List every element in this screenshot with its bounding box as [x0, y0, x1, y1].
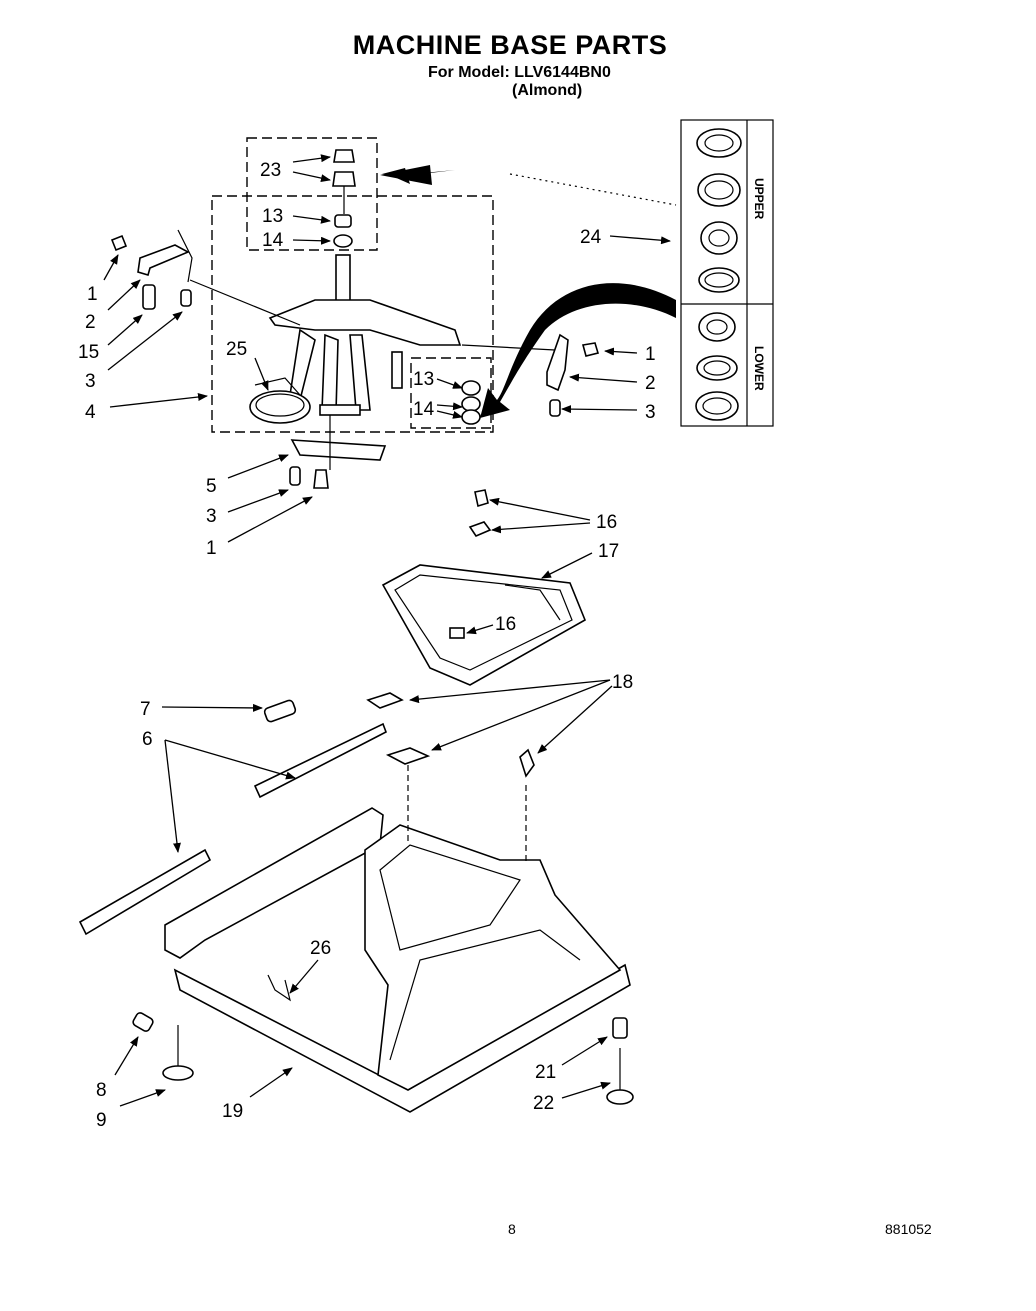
pointer-arrow-top-shaft	[380, 165, 432, 185]
callout-labels: 23 13 14 1 2 15 3 4 25 24 1 2 3 13 14 5 …	[78, 160, 656, 1131]
part-18-clip-b	[385, 747, 431, 765]
callout-22: 22	[533, 1093, 554, 1114]
callout-2-left: 2	[85, 312, 96, 333]
callout-26: 26	[310, 938, 331, 959]
callout-13-top: 13	[262, 206, 283, 227]
page-title: MACHINE BASE PARTS	[352, 30, 668, 60]
callout-3-right: 3	[645, 402, 656, 423]
callout-1-left: 1	[87, 284, 98, 305]
model-line: For Model: LLV6144BN0	[428, 64, 611, 81]
part-6-rail-lower	[78, 848, 212, 936]
part-18-clip-a	[366, 692, 404, 709]
callout-6: 6	[142, 729, 153, 750]
color-line: (Almond)	[512, 82, 583, 99]
callout-2-right: 2	[645, 373, 656, 394]
upper-label: UPPER	[752, 178, 766, 220]
part-7-spring	[263, 699, 297, 723]
callout-5: 5	[206, 476, 217, 497]
right-bracket-group	[461, 333, 600, 417]
document-code: 881052	[885, 1221, 932, 1237]
callout-1-lower: 1	[206, 538, 217, 559]
part-19-base	[164, 765, 631, 1113]
callout-21: 21	[535, 1062, 556, 1083]
callout-15: 15	[78, 342, 99, 363]
callout-9: 9	[96, 1110, 107, 1131]
part-25-ring	[249, 390, 311, 424]
callout-7: 7	[140, 699, 151, 720]
leader-lines	[103, 154, 671, 1107]
side-washers	[461, 380, 481, 425]
callout-14-side: 14	[413, 399, 435, 420]
front-left-foot	[132, 1012, 194, 1081]
front-right-foot	[606, 1017, 634, 1105]
drive-assembly-box	[211, 195, 494, 433]
part-17-frame	[381, 489, 587, 686]
part-6-rail-upper	[253, 722, 387, 799]
callout-19: 19	[222, 1101, 243, 1122]
page-number: 8	[508, 1221, 516, 1237]
upper-bearing-stack	[696, 128, 742, 293]
callout-24: 24	[580, 227, 602, 248]
callout-4: 4	[85, 402, 96, 423]
callout-8: 8	[96, 1080, 107, 1101]
callout-18: 18	[612, 672, 633, 693]
callout-3-left: 3	[85, 371, 96, 392]
callout-23: 23	[260, 160, 281, 181]
left-bracket-group	[110, 229, 301, 326]
callout-3-lower: 3	[206, 506, 217, 527]
part-23-bushings	[332, 149, 356, 214]
lower-bracket-group	[289, 415, 387, 489]
top-detail-box	[246, 137, 378, 251]
lower-label: LOWER	[752, 346, 766, 391]
part-18-clip-c	[519, 748, 535, 778]
callout-16-top: 16	[596, 512, 617, 533]
callout-16-mid: 16	[495, 614, 516, 635]
lower-bearing-stack	[695, 312, 739, 421]
part-13-14-washers	[333, 214, 353, 248]
drive-assembly	[268, 254, 462, 416]
callout-14-top: 14	[262, 230, 284, 251]
callout-17: 17	[598, 541, 619, 562]
belt-arrow	[480, 283, 676, 418]
bearing-inset-box	[680, 119, 774, 427]
callout-25: 25	[226, 339, 247, 360]
callout-1-right: 1	[645, 344, 656, 365]
callout-13-side: 13	[413, 369, 434, 390]
